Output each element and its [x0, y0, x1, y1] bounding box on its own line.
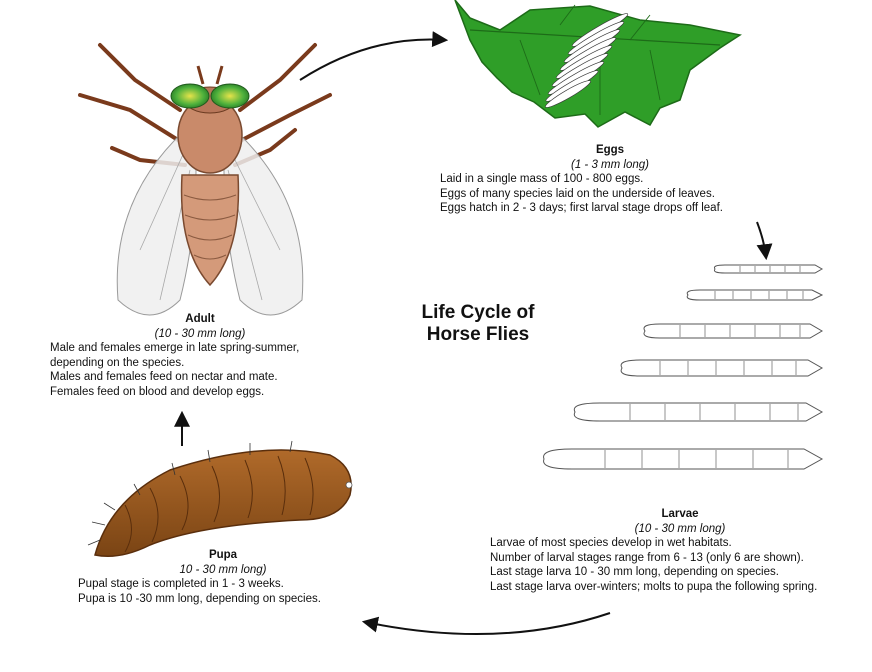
eggs-title: Eggs — [595, 144, 625, 156]
larvae-illustrations — [543, 264, 824, 470]
arrow-adult-to-eggs — [299, 31, 449, 81]
eggs-line-3: Eggs hatch in 2 - 3 days; first larval s… — [440, 202, 723, 214]
eggs-line-2: Eggs of many species laid on the undersi… — [440, 187, 715, 200]
larvae-title: Larvae — [661, 508, 699, 520]
larvae-line-1: Larvae of most species develop in wet ha… — [490, 537, 732, 549]
adult-line-1: Male and females emerge in late spring-s… — [50, 342, 300, 354]
pupa-size: 10 - 30 mm long) — [179, 563, 267, 576]
adult-size: (10 - 30 mm long) — [154, 327, 246, 340]
adult-description: Adult (10 - 30 mm long) Male and females… — [50, 312, 380, 399]
larvae-size: (10 - 30 mm long) — [634, 522, 726, 535]
diagram-title: Life Cycle of Horse Flies — [408, 302, 548, 346]
arrow-larvae-to-pupa — [361, 612, 611, 636]
larvae-line-4: Last stage larva over-winters; molts to … — [490, 580, 818, 593]
adult-horse-fly-illustration — [78, 43, 332, 316]
adult-line-2: depending on the species. — [50, 356, 185, 369]
leaf-with-eggs-illustration — [454, 0, 742, 128]
pupa-line-1: Pupal stage is completed in 1 - 3 weeks. — [78, 578, 284, 590]
pupa-description: Pupa 10 - 30 mm long) Pupal stage is com… — [78, 548, 378, 606]
eggs-line-1: Laid in a single mass of 100 - 800 eggs. — [440, 173, 644, 185]
eggs-description: Eggs (1 - 3 mm long) Laid in a single ma… — [440, 143, 800, 216]
larvae-line-3: Last stage larva 10 - 30 mm long, depend… — [490, 566, 779, 578]
adult-line-4: Females feed on blood and develop eggs. — [50, 385, 265, 398]
larvae-description: Larvae (10 - 30 mm long) Larvae of most … — [490, 507, 870, 594]
adult-line-3: Males and females feed on nectar and mat… — [50, 371, 278, 383]
adult-title: Adult — [185, 313, 215, 325]
title-line-2: Horse Flies — [426, 324, 530, 345]
pupa-line-2: Pupa is 10 -30 mm long, depending on spe… — [78, 592, 321, 605]
larvae-line-2: Number of larval stages range from 6 - 1… — [490, 551, 804, 564]
arrow-eggs-to-larvae — [756, 221, 773, 261]
pupa-illustration — [87, 440, 353, 557]
pupa-title: Pupa — [208, 549, 238, 561]
title-line-1: Life Cycle of — [421, 302, 535, 323]
eggs-size: (1 - 3 mm long) — [571, 158, 649, 171]
